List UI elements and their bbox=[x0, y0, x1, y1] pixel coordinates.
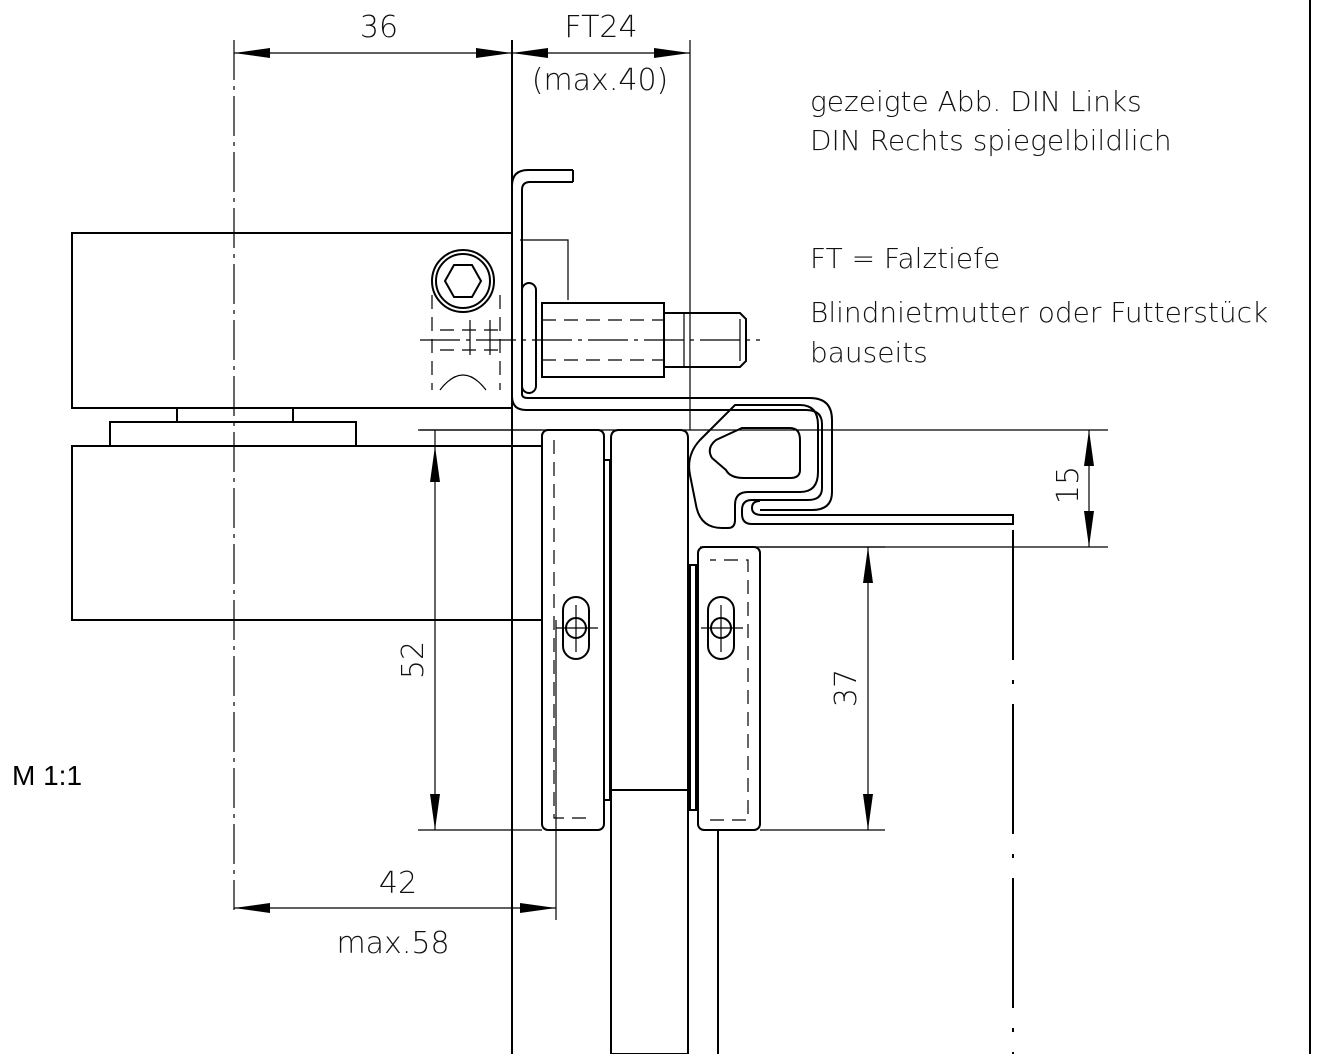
dimension-15-label: 15 bbox=[1051, 466, 1086, 504]
notes: gezeigte Abb. DIN Links DIN Rechts spieg… bbox=[810, 85, 1268, 369]
dimension-37: 37 bbox=[760, 546, 885, 831]
screw-hidden-lines bbox=[431, 295, 501, 391]
dimension-ft-max-label: (max.40) bbox=[532, 63, 668, 98]
dimension-37-label: 37 bbox=[829, 669, 864, 707]
hinge-leaf-right bbox=[689, 546, 761, 831]
note-blindniet-line1: Blindnietmutter oder Futterstück bbox=[810, 296, 1268, 329]
dimension-52: 52 bbox=[396, 429, 542, 831]
hinge-leaf-left bbox=[541, 429, 611, 831]
door-leaf-profile bbox=[610, 429, 719, 1054]
note-din-left: gezeigte Abb. DIN Links bbox=[810, 85, 1142, 118]
scale-label: M 1:1 bbox=[12, 760, 82, 791]
dimension-36: 36 bbox=[234, 10, 512, 58]
threaded-stud bbox=[420, 239, 760, 394]
dimension-ft24: FT24 (max.40) bbox=[512, 10, 690, 98]
screw-head-hex-socket bbox=[431, 249, 495, 313]
dimension-15: 15 bbox=[420, 429, 1108, 548]
dimension-52-label: 52 bbox=[396, 641, 431, 679]
dimension-42: 42 max.58 bbox=[234, 620, 557, 961]
dimension-max58-label: max.58 bbox=[336, 926, 449, 961]
gasket-seal bbox=[688, 404, 819, 529]
dimension-42-label: 42 bbox=[379, 866, 417, 901]
note-din-right: DIN Rechts spiegelbildlich bbox=[810, 124, 1172, 157]
frame-profile-bracket bbox=[511, 169, 1014, 525]
note-falztiefe: FT = Falztiefe bbox=[810, 242, 1000, 275]
note-blindniet-line2: bauseits bbox=[810, 336, 928, 369]
dimension-36-label: 36 bbox=[360, 10, 398, 45]
dimension-ft24-label: FT24 bbox=[564, 10, 637, 45]
hinge-door-part bbox=[71, 445, 543, 621]
